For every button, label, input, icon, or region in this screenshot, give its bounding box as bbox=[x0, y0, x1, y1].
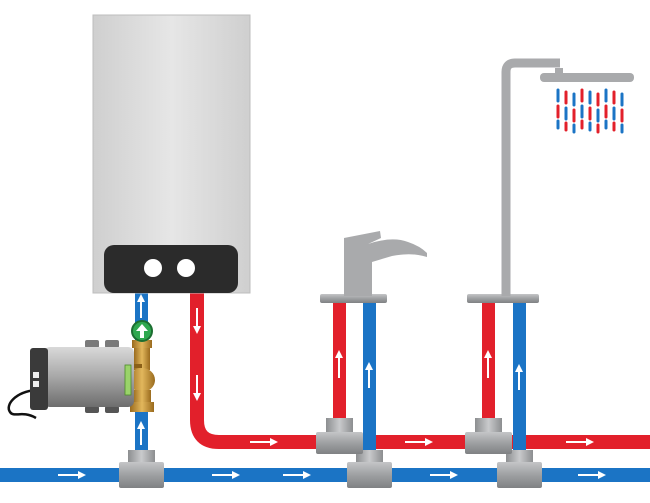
flow-arrow-icon bbox=[430, 471, 458, 479]
flow-arrow-icon bbox=[365, 362, 373, 388]
boiler-dial-left bbox=[144, 259, 162, 277]
flow-arrow-icon bbox=[566, 438, 594, 446]
flow-arrow-icon bbox=[578, 471, 606, 479]
flow-arrow-icon bbox=[405, 438, 433, 446]
boiler-control-panel bbox=[104, 245, 238, 293]
valve-indicator-icon bbox=[131, 320, 153, 342]
tee-fitting-icon bbox=[497, 450, 542, 488]
flow-arrow-icon bbox=[137, 294, 145, 318]
boiler-icon bbox=[92, 14, 251, 294]
flow-arrow-icon bbox=[250, 438, 278, 446]
boiler-dial-right bbox=[177, 259, 195, 277]
flow-arrow-icon bbox=[193, 375, 201, 401]
flow-arrow-icon bbox=[283, 471, 311, 479]
tee-fitting-icon bbox=[316, 418, 363, 454]
flow-arrow-icon bbox=[335, 350, 343, 378]
faucet-icon bbox=[320, 231, 427, 303]
flow-arrow-icon bbox=[212, 471, 240, 479]
power-cable bbox=[7, 388, 37, 420]
flow-arrow-icon bbox=[193, 308, 201, 334]
tee-fitting-icon bbox=[465, 418, 512, 454]
circulation-pump-icon bbox=[7, 340, 134, 420]
flow-arrow-icon bbox=[484, 350, 492, 378]
flow-arrows bbox=[58, 294, 606, 479]
shower-icon bbox=[467, 58, 634, 303]
flow-arrow-icon bbox=[515, 364, 523, 390]
shower-water-droplets bbox=[556, 88, 624, 134]
hot-pipe-main bbox=[190, 293, 650, 449]
cold-pipe-main bbox=[0, 468, 650, 482]
flow-arrow-icon bbox=[58, 471, 86, 479]
flow-arrow-icon bbox=[137, 421, 145, 445]
tee-fitting-icon bbox=[119, 450, 164, 488]
pump-status-strip bbox=[124, 364, 132, 396]
tee-fitting-icon bbox=[347, 450, 392, 488]
brass-valve-icon bbox=[128, 340, 155, 412]
